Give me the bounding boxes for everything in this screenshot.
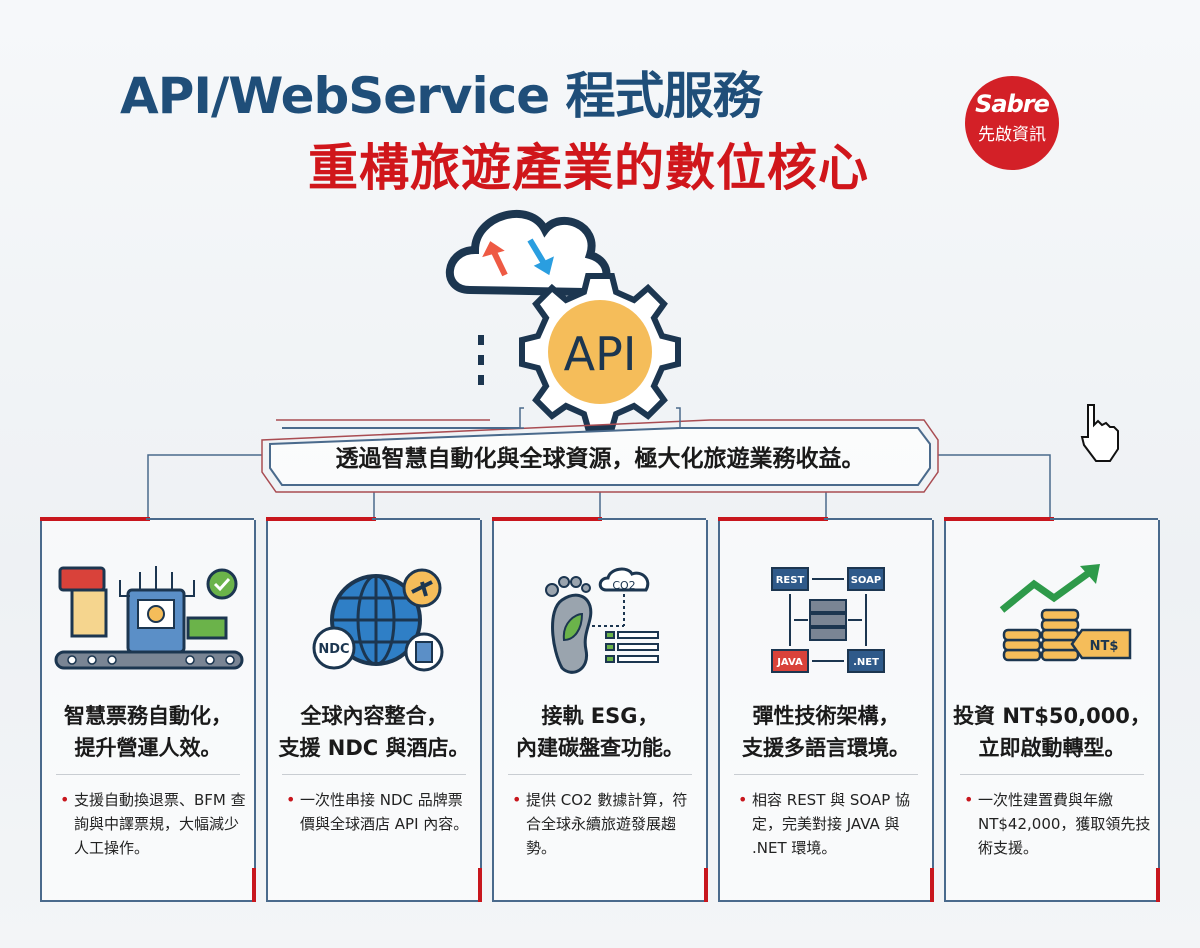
card-title-line2: 立即啟動轉型。 — [978, 736, 1126, 760]
architecture-icon: REST SOAP JAVA .NET — [771, 567, 885, 673]
logo-brand: Sabre — [975, 90, 1050, 118]
sabre-logo: Sabre 先啟資訊 — [965, 76, 1059, 170]
page-title: API/WebService 程式服務 — [120, 67, 763, 125]
coins-growth-icon: NT$ — [999, 564, 1132, 662]
card-title-line1: 全球內容整合， — [300, 704, 448, 728]
divider — [282, 774, 466, 775]
card-title-line2: 提升營運人效。 — [74, 736, 222, 760]
card-title-line2: 內建碳盤查功能。 — [516, 736, 684, 760]
divider — [960, 774, 1144, 775]
cloud-icon — [445, 210, 611, 297]
banner-text: 透過智慧自動化與全球資源，極大化旅遊業務收益。 — [335, 446, 865, 472]
ticket-automation-icon — [54, 566, 244, 670]
card-description: 一次性串接 NDC 品牌票價與全球酒店 API 內容。 — [286, 788, 474, 836]
logo-name: 先啟資訊 — [978, 125, 1046, 145]
card-description: 相容 REST 與 SOAP 協定，完美對接 JAVA 與 .NET 環境。 — [738, 788, 926, 860]
page-subtitle: 重構旅遊產業的數位核心 — [308, 139, 869, 197]
gear-icon — [519, 273, 681, 431]
divider — [508, 774, 692, 775]
accent-bar — [704, 868, 708, 902]
card-title-line1: 智慧票務自動化， — [64, 704, 232, 728]
rest-label: REST — [776, 575, 805, 586]
ntd-label: NT$ — [1090, 639, 1119, 654]
card-description: 一次性建置費與年繳 NT$42,000，獲取領先技術支援。 — [964, 788, 1152, 860]
co2-label: CO2 — [612, 579, 635, 592]
card-title-line1: 彈性技術架構， — [752, 704, 900, 728]
accent-bar — [930, 868, 934, 902]
card-title-line2: 支援多語言環境。 — [742, 736, 910, 760]
accent-bar — [478, 868, 482, 902]
card-title-line2: 支援 NDC 與酒店。 — [278, 736, 470, 760]
feature-card-investment: NT$ 投資 NT$50,000， 立即啟動轉型。 一次性建置費與年繳 NT$42… — [944, 517, 1160, 902]
divider — [734, 774, 918, 775]
accent-bar — [252, 868, 256, 902]
ndc-label: NDC — [318, 642, 349, 657]
divider — [56, 774, 240, 775]
feature-card-esg: CO2 接軌 ESG， 內建碳盤查功能。 提供 CO2 數據計算，符合全球永續旅遊… — [492, 517, 708, 902]
banner-frame — [261, 407, 939, 493]
globe-icon: NDC — [312, 568, 444, 672]
card-title-line1: 投資 NT$50,000， — [953, 704, 1151, 728]
accent-bar — [1156, 868, 1160, 902]
feature-card-ticketing: 智慧票務自動化， 提升營運人效。 支援自動換退票、BFM 查詢與中譯票規，大幅減少… — [40, 517, 256, 902]
java-label: JAVA — [776, 657, 803, 668]
feature-card-content: NDC 全球內容整合， 支援 NDC 與酒店。 一次性串接 NDC 品牌票價與全球… — [266, 517, 482, 902]
api-label: API — [564, 327, 637, 381]
dotnet-label: .NET — [853, 657, 879, 668]
feature-card-architecture: REST SOAP JAVA .NET 彈性技術架構， 支援多語言環境。 相容 R… — [718, 517, 934, 902]
card-description: 提供 CO2 數據計算，符合全球永續旅遊發展趨勢。 — [512, 788, 700, 860]
soap-label: SOAP — [851, 575, 882, 586]
footprint-icon: CO2 — [545, 567, 659, 674]
hand-cursor-icon — [1080, 404, 1119, 462]
card-description: 支援自動換退票、BFM 查詢與中譯票規，大幅減少人工操作。 — [60, 788, 248, 860]
card-title-line1: 接軌 ESG， — [541, 704, 659, 728]
